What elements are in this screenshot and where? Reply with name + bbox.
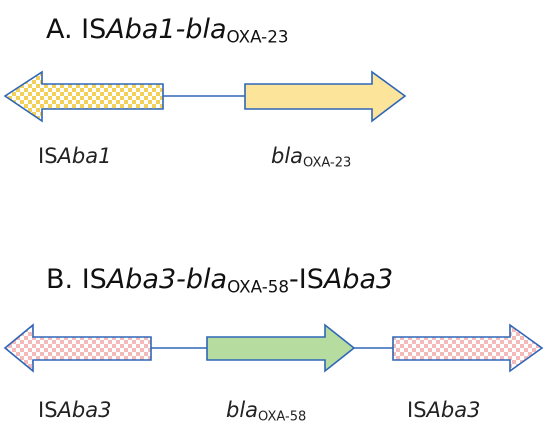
isaba3-right-arrow bbox=[392, 323, 544, 373]
isaba1-label: ISAba1 bbox=[38, 144, 111, 168]
isaba1-arrow bbox=[3, 70, 164, 123]
panel-b-title-prefix: B. IS bbox=[46, 264, 107, 295]
panel-a-title-gene: Aba1-bla bbox=[106, 14, 227, 45]
panel-b-title-gene-1: Aba3-bla bbox=[106, 264, 228, 295]
isaba1-label-name: Aba1 bbox=[57, 144, 112, 168]
isaba3-left-label-name: Aba3 bbox=[57, 398, 112, 422]
isaba3-right-label: ISAba3 bbox=[407, 398, 480, 422]
bla-oxa58-label: blaOXA-58 bbox=[226, 398, 306, 425]
bla-oxa58-arrow bbox=[206, 323, 356, 373]
bla-oxa23-label-subscript: OXA-23 bbox=[303, 155, 352, 171]
panel-b-title-mid: -IS bbox=[289, 264, 324, 295]
panel-b-title: B. ISAba3-blaOXA-58-ISAba3 bbox=[46, 264, 393, 297]
bla-oxa23-arrow bbox=[244, 70, 407, 123]
isaba3-left-label: ISAba3 bbox=[38, 398, 111, 422]
panel-b-title-gene-2: Aba3 bbox=[323, 264, 394, 295]
isaba3-right-label-prefix: IS bbox=[407, 398, 427, 422]
bla-oxa58-label-name: bla bbox=[226, 398, 259, 422]
isaba3-left-arrow bbox=[3, 323, 152, 373]
panel-b-title-subscript: OXA-58 bbox=[227, 276, 290, 297]
bla-oxa58-label-subscript: OXA-58 bbox=[258, 409, 307, 425]
isaba1-label-prefix: IS bbox=[38, 144, 58, 168]
isaba3-left-label-prefix: IS bbox=[38, 398, 58, 422]
panel-a-title: A. ISAba1-blaOXA-23 bbox=[46, 14, 289, 47]
bla-oxa23-label: blaOXA-23 bbox=[271, 144, 351, 171]
panel-a-title-prefix: A. IS bbox=[46, 14, 107, 45]
isaba3-right-label-name: Aba3 bbox=[426, 398, 481, 422]
panel-a-title-subscript: OXA-23 bbox=[226, 26, 289, 47]
bla-oxa23-label-name: bla bbox=[271, 144, 304, 168]
